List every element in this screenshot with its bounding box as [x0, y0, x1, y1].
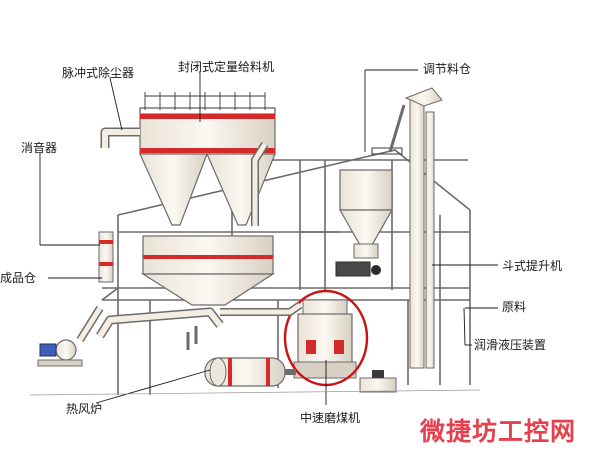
- label-lube-hydraulic: 润滑液压装置: [474, 338, 547, 352]
- label-coal-mill: 中速磨煤机: [300, 411, 361, 425]
- adjust-bin: [338, 147, 403, 259]
- label-raw-material: 原料: [502, 300, 527, 314]
- product-bin: [140, 235, 276, 306]
- label-silencer: 消音器: [21, 141, 58, 155]
- label-product-bin: 成品仓: [0, 271, 37, 285]
- lube-hydraulic-station: [359, 370, 397, 393]
- blower: [37, 339, 83, 367]
- label-sealed-feeder: 封闭式定量给料机: [178, 60, 275, 74]
- label-bucket-elevator: 斗式提升机: [502, 259, 563, 273]
- watermark: 微捷坊工控网: [420, 417, 577, 446]
- label-dust-collector: 脉冲式除尘器: [62, 66, 135, 80]
- pipework: [76, 141, 303, 350]
- label-adjust-bin: 调节料仓: [423, 62, 472, 76]
- label-hot-air-furnace: 热风炉: [66, 402, 103, 416]
- silencer: [98, 127, 140, 283]
- dust-collector: [139, 92, 276, 226]
- sealed-feeder: [335, 261, 381, 277]
- bucket-elevator: [388, 87, 443, 369]
- coal-mill: [293, 299, 357, 379]
- leader-lines: [39, 69, 498, 405]
- ground-line: [29, 389, 481, 396]
- hot-air-furnace: [204, 357, 296, 387]
